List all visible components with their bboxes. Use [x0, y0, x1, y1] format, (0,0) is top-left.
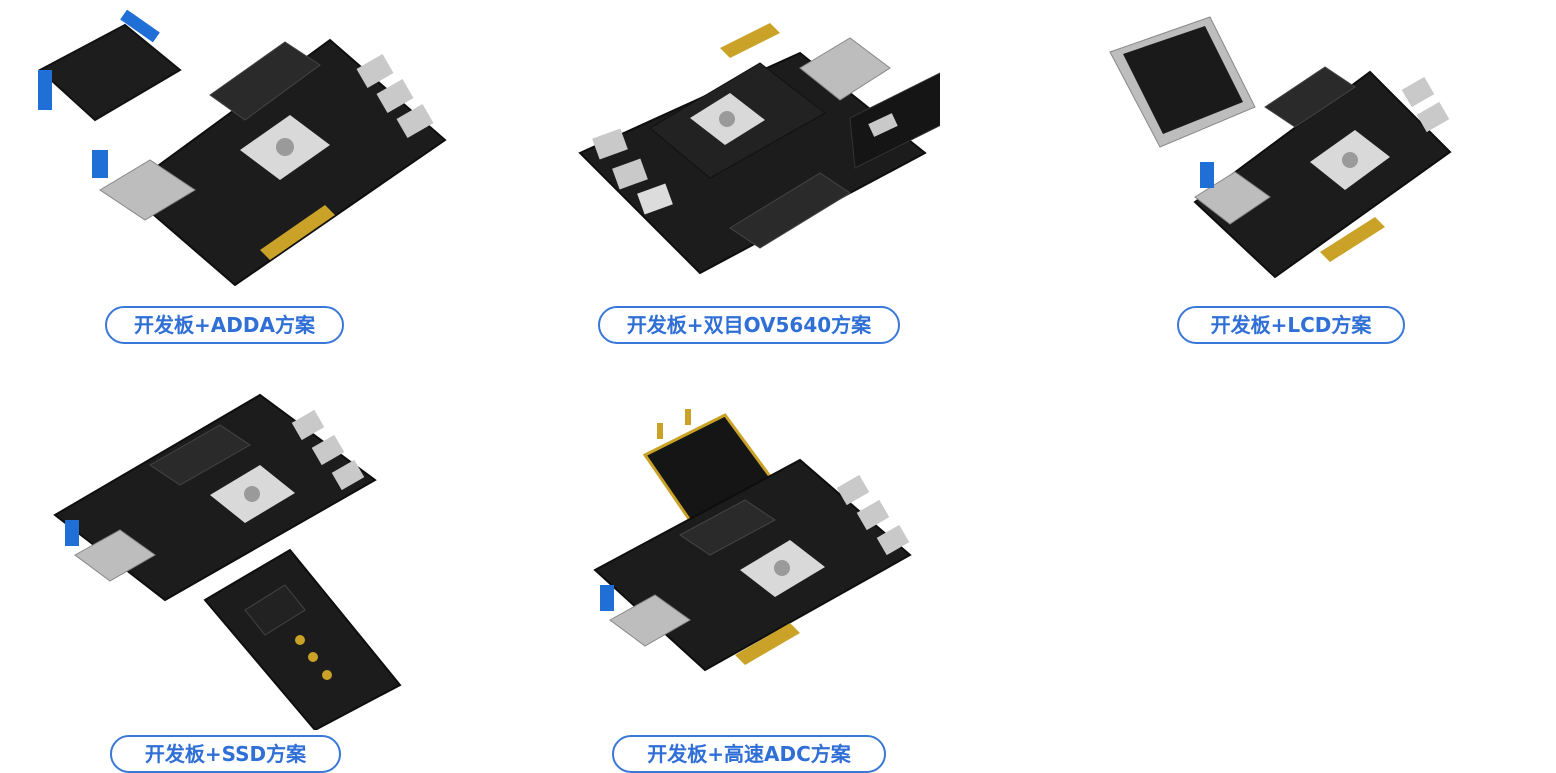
- fpga-board-adda-icon: [38, 10, 447, 287]
- solution-label-camera[interactable]: 开发板+双目OV5640方案: [598, 306, 900, 344]
- solution-label-adda[interactable]: 开发板+ADDA方案: [105, 306, 344, 344]
- fpga-board-ssd-icon: [53, 393, 402, 730]
- solution-card-adc[interactable]: 开发板+高速ADC方案: [540, 380, 970, 773]
- solution-label-ssd[interactable]: 开发板+SSD方案: [110, 735, 341, 773]
- solution-card-lcd[interactable]: 开发板+LCD方案: [1090, 0, 1490, 360]
- fpga-board-camera-icon: [578, 23, 940, 275]
- solution-card-adda[interactable]: 开发板+ADDA方案: [0, 0, 520, 360]
- solution-card-camera[interactable]: 开发板+双目OV5640方案: [540, 0, 970, 360]
- solution-card-ssd[interactable]: 开发板+SSD方案: [0, 380, 520, 773]
- solution-label-adc[interactable]: 开发板+高速ADC方案: [612, 735, 886, 773]
- fpga-board-adc-icon: [593, 409, 912, 672]
- solution-label-lcd[interactable]: 开发板+LCD方案: [1177, 306, 1405, 344]
- fpga-board-lcd-icon: [1109, 16, 1452, 279]
